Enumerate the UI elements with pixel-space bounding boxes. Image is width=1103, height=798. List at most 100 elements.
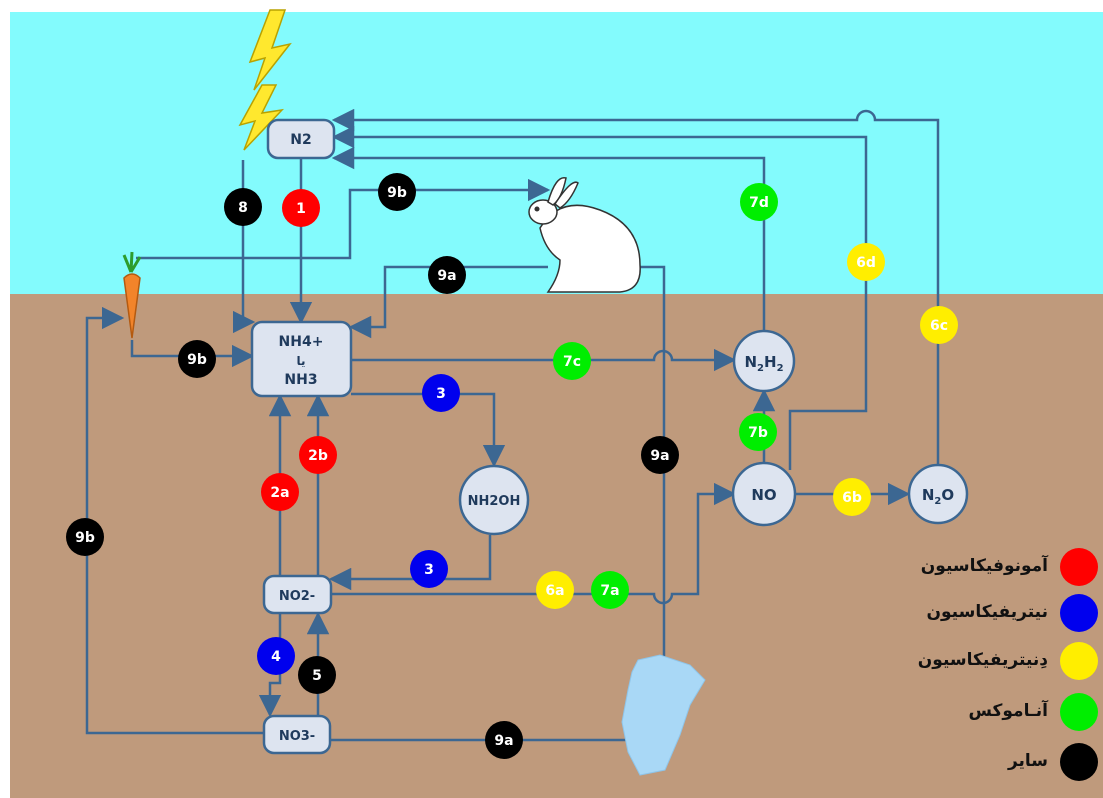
process-badge-label: 5 [312,668,322,684]
process-badge-9b-side: 9b [66,518,104,556]
process-badge-1: 1 [282,189,320,227]
svg-text:N2H2: N2H2 [744,353,783,374]
process-badge-circle [224,188,262,226]
process-badge-label: 9a [494,733,513,749]
process-badge-label: 3 [424,562,434,578]
process-badge-8: 8 [224,188,262,226]
process-badge-circle [410,550,448,588]
process-badge-label: 6b [842,490,862,506]
process-badge-9a-top: 9a [428,256,466,294]
legend-label-nitrification: نيتريفيکاسيون [926,602,1049,622]
process-badge-label: 6c [930,318,948,334]
process-badge-circle [553,342,591,380]
node-n2o: N2O [907,463,969,525]
process-badge-6c: 6c [920,306,958,344]
process-badge-label: 9a [437,268,456,284]
rabbit-icon [528,176,641,293]
process-badge-label: 7b [748,425,768,441]
process-badge-circle [178,340,216,378]
process-badge-circle [739,413,777,451]
soil-area [10,294,1103,798]
process-badge-2b: 2b [299,436,337,474]
process-badge-label: 6d [856,255,876,271]
process-badge-label: 9b [75,530,95,546]
process-badge-7d: 7d [740,183,778,221]
process-badge-label: 6a [545,583,564,599]
process-badge-label: 9b [187,352,207,368]
svg-text:N2: N2 [290,132,311,148]
process-badge-label: 7a [600,583,619,599]
node-no2: NO2- [262,574,333,615]
process-badge-label: 2b [308,448,328,464]
process-badge-5: 5 [298,656,336,694]
svg-text:يا: يا [296,354,305,368]
legend-swatch-other [1060,743,1098,781]
process-badge-circle [299,436,337,474]
process-badge-circle [641,436,679,474]
process-badge-7b: 7b [739,413,777,451]
process-badge-label: 7c [563,354,581,370]
water-pool-icon [621,654,706,776]
process-badge-circle [740,183,778,221]
process-badge-2a: 2a [261,473,299,511]
process-badge-circle [536,571,574,609]
process-badge-label: 9a [650,448,669,464]
process-badge-label: 4 [271,649,281,665]
process-badge-9b-top: 9b [378,173,416,211]
process-badge-circle [257,637,295,675]
process-badge-label: 2a [270,485,289,501]
process-badge-label: 9b [387,185,407,201]
svg-text:NO3-: NO3- [279,729,315,744]
process-badge-label: 8 [238,200,248,216]
process-badge-label: 7d [749,195,769,211]
process-badge-circle [847,243,885,281]
process-badge-6a: 6a [536,571,574,609]
node-n2h2: N2H2 [732,329,796,393]
process-badge-circle [282,189,320,227]
process-badge-circle [833,478,871,516]
process-badge-circle [261,473,299,511]
process-badge-4: 4 [257,637,295,675]
legend-swatch-denitrification [1060,642,1098,680]
process-badges: 1 2a 2b 3 3 4 5 6a 6b 6c 6d 7a 7b 7c 7d 8 9a 9a 9a 9b 9b 9b [66,173,958,759]
svg-text:NO: NO [751,486,776,504]
legend-swatch-anammox [1060,693,1098,731]
process-badge-circle [485,721,523,759]
left-margin [0,0,10,798]
legend-label-other: ساير [1007,751,1048,771]
process-badge-7a: 7a [591,571,629,609]
node-nh4-nh3: NH4+ يا NH3 [250,320,353,398]
process-badge-circle [428,256,466,294]
svg-text:N2O: N2O [922,486,954,507]
process-badge-6d: 6d [847,243,885,281]
node-no3: NO3- [262,714,332,755]
process-badge-9a-bottom: 9a [485,721,523,759]
legend-label-ammonification: آمونوفيکاسيون [920,556,1048,576]
process-badge-7c: 7c [553,342,591,380]
top-margin [0,0,1103,12]
process-badge-9a-mid: 9a [641,436,679,474]
process-badge-6b: 6b [833,478,871,516]
process-badge-3-top: 3 [422,374,460,412]
process-badge-9b-left: 9b [178,340,216,378]
process-badge-circle [920,306,958,344]
process-badge-label: 3 [436,386,446,402]
svg-text:NO2-: NO2- [279,589,315,604]
svg-text:NH4+: NH4+ [279,334,324,350]
process-badge-label: 1 [296,201,306,217]
legend-label-denitrification: دِنيتريفيکاسيون [917,650,1048,670]
legend-swatch-ammonification [1060,548,1098,586]
node-no: NO [731,461,797,527]
lightning-icon [238,9,292,151]
process-badge-circle [422,374,460,412]
legend-swatch-nitrification [1060,594,1098,632]
process-badge-circle [298,656,336,694]
svg-text:NH3: NH3 [284,372,317,388]
node-n2: N2 [266,118,336,160]
process-badge-circle [591,571,629,609]
process-badge-circle [378,173,416,211]
carrot-icon [122,251,142,339]
process-badge-3-bottom: 3 [410,550,448,588]
process-badge-circle [66,518,104,556]
